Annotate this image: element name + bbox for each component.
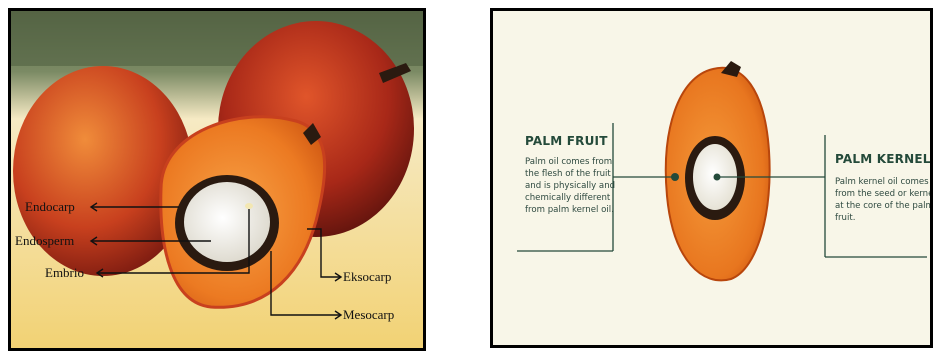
label-endocarp: Endocarp: [25, 199, 75, 214]
palm-fruit-marker: [671, 173, 679, 181]
palm-fruit-title: PALM FRUIT: [525, 134, 608, 148]
label-mesocarp: Mesocarp: [343, 307, 394, 322]
palm-kernel-line-4: fruit.: [835, 213, 856, 223]
palm-fruit-line-5: from palm kernel oil.: [525, 205, 614, 215]
label-eksocarp: Eksocarp: [343, 269, 391, 284]
endosperm-kernel: [184, 182, 270, 262]
palm-kernel-marker: [714, 174, 721, 181]
palm-fruit-line-3: and is physically and: [525, 181, 615, 191]
palm-fruit-line-4: chemically different: [525, 193, 611, 203]
palm-fruit-photo-panel: Endocarp Endosperm Embrio Eksocarp Mesoc…: [8, 8, 426, 351]
palm-kernel-line-3: at the core of the palm: [835, 201, 930, 211]
palm-kernel-line-1: Palm kernel oil comes: [835, 177, 929, 187]
palm-fruit-photo: Endocarp Endosperm Embrio Eksocarp Mesoc…: [11, 11, 423, 348]
palm-kernel-line-2: from the seed or kernel: [835, 189, 930, 199]
palm-fruit-infographic-panel: PALM FRUIT Palm oil comes from the flesh…: [490, 8, 933, 348]
palm-fruit-line-1: Palm oil comes from: [525, 157, 612, 167]
palm-fruit-line-2: the flesh of the fruit: [525, 169, 611, 179]
embryo: [245, 203, 253, 209]
palm-fruit-infographic: PALM FRUIT Palm oil comes from the flesh…: [493, 11, 930, 345]
label-embrio: Embrio: [45, 265, 84, 280]
label-endosperm: Endosperm: [15, 233, 74, 248]
palm-kernel-title: PALM KERNEL: [835, 152, 930, 166]
